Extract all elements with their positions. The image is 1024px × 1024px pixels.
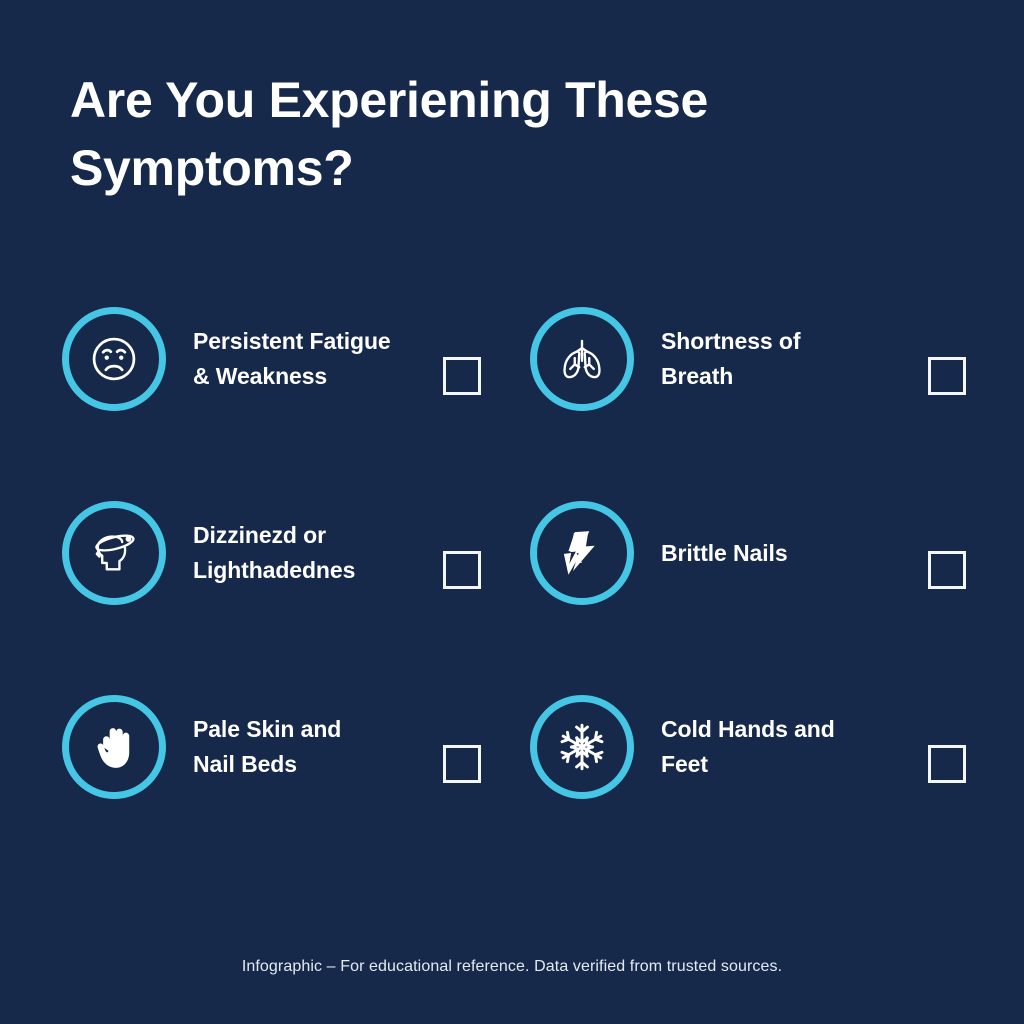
symptom-item-brittle-nails[interactable]: Brittle Nails: [530, 491, 985, 615]
symptom-row: Pale Skin and Nail Beds: [0, 685, 1024, 879]
symptom-checkbox-cold-hands-feet[interactable]: [928, 745, 966, 783]
lungs-icon: [530, 307, 634, 411]
symptom-checkbox-shortness-of-breath[interactable]: [928, 357, 966, 395]
symptom-label: Brittle Nails: [661, 539, 788, 566]
symptom-checkbox-brittle-nails[interactable]: [928, 551, 966, 589]
symptom-item-pale-skin[interactable]: Pale Skin and Nail Beds: [62, 685, 517, 809]
symptom-item-shortness-of-breath[interactable]: Shortness of Breath: [530, 297, 985, 421]
symptom-item-dizziness[interactable]: Dizzinezd or Lighthadednes: [62, 491, 517, 615]
symptom-label: Pale Skin and Nail Beds: [193, 716, 342, 777]
symptom-checklist: Persistent Fatigue & Weakness: [0, 297, 1024, 879]
symptom-label: Cold Hands and Feet: [661, 716, 835, 777]
symptom-checkbox-persistent-fatigue[interactable]: [443, 357, 481, 395]
symptom-row: Dizzinezd or Lighthadednes Brittle Nails: [0, 491, 1024, 685]
symptom-checkbox-dizziness[interactable]: [443, 551, 481, 589]
symptom-label: Shortness of Breath: [661, 328, 801, 389]
dizzy-head-icon: [62, 501, 166, 605]
symptom-item-cold-hands-feet[interactable]: Cold Hands and Feet: [530, 685, 985, 809]
symptom-label: Persistent Fatigue & Weakness: [193, 328, 391, 389]
snowflake-icon: [530, 695, 634, 799]
sad-face-icon: [62, 307, 166, 411]
symptom-row: Persistent Fatigue & Weakness: [0, 297, 1024, 491]
symptom-item-persistent-fatigue[interactable]: Persistent Fatigue & Weakness: [62, 297, 517, 421]
hand-icon: [62, 695, 166, 799]
footer-note: Infographic – For educational reference.…: [241, 958, 783, 975]
lightning-bolt-icon: [530, 501, 634, 605]
symptom-label: Dizzinezd or Lighthadednes: [193, 522, 356, 583]
page-title: Are You Experiening These Symptoms?: [70, 72, 709, 196]
symptom-checkbox-pale-skin[interactable]: [443, 745, 481, 783]
